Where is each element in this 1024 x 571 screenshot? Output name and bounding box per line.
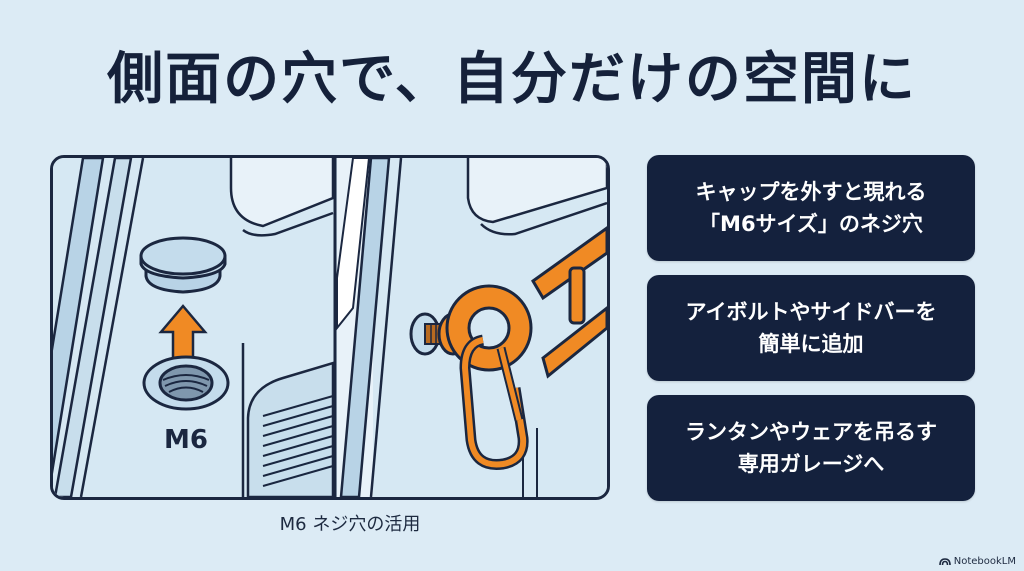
feature-card-garage: ランタンやウェアを吊るす 専用ガレージへ: [647, 395, 975, 501]
slide-title: 側面の穴で、自分だけの空間に: [107, 47, 917, 112]
notebooklm-icon: [938, 558, 951, 566]
frame-strip-left: [53, 158, 133, 497]
feature-card-m6-hole: キャップを外すと現れる 「M6サイズ」のネジ穴: [647, 155, 975, 261]
feature-card-text: アイボルトやサイドバーを 簡単に追加: [685, 300, 937, 356]
brand-label: NotebookLM: [953, 556, 1016, 567]
cap-icon: [139, 236, 227, 294]
right-panel: [336, 158, 607, 497]
threaded-hole-icon: [142, 355, 230, 411]
m6-hole-illustration: M6: [50, 155, 610, 500]
side-bar-icon: [531, 226, 607, 379]
feature-card-eyebolt: アイボルトやサイドバーを 簡単に追加: [647, 275, 975, 381]
m6-label: M6: [164, 425, 208, 455]
feature-card-text: ランタンやウェアを吊るす 専用ガレージへ: [685, 420, 937, 476]
illustration-caption: M6 ネジ穴の活用: [279, 514, 421, 535]
notebooklm-brand: NotebookLM: [938, 556, 1016, 567]
feature-cards: キャップを外すと現れる 「M6サイズ」のネジ穴 アイボルトやサイドバーを 簡単に…: [647, 155, 975, 515]
feature-card-text: キャップを外すと現れる 「M6サイズ」のネジ穴: [695, 180, 927, 236]
vent-lines: [262, 395, 334, 487]
